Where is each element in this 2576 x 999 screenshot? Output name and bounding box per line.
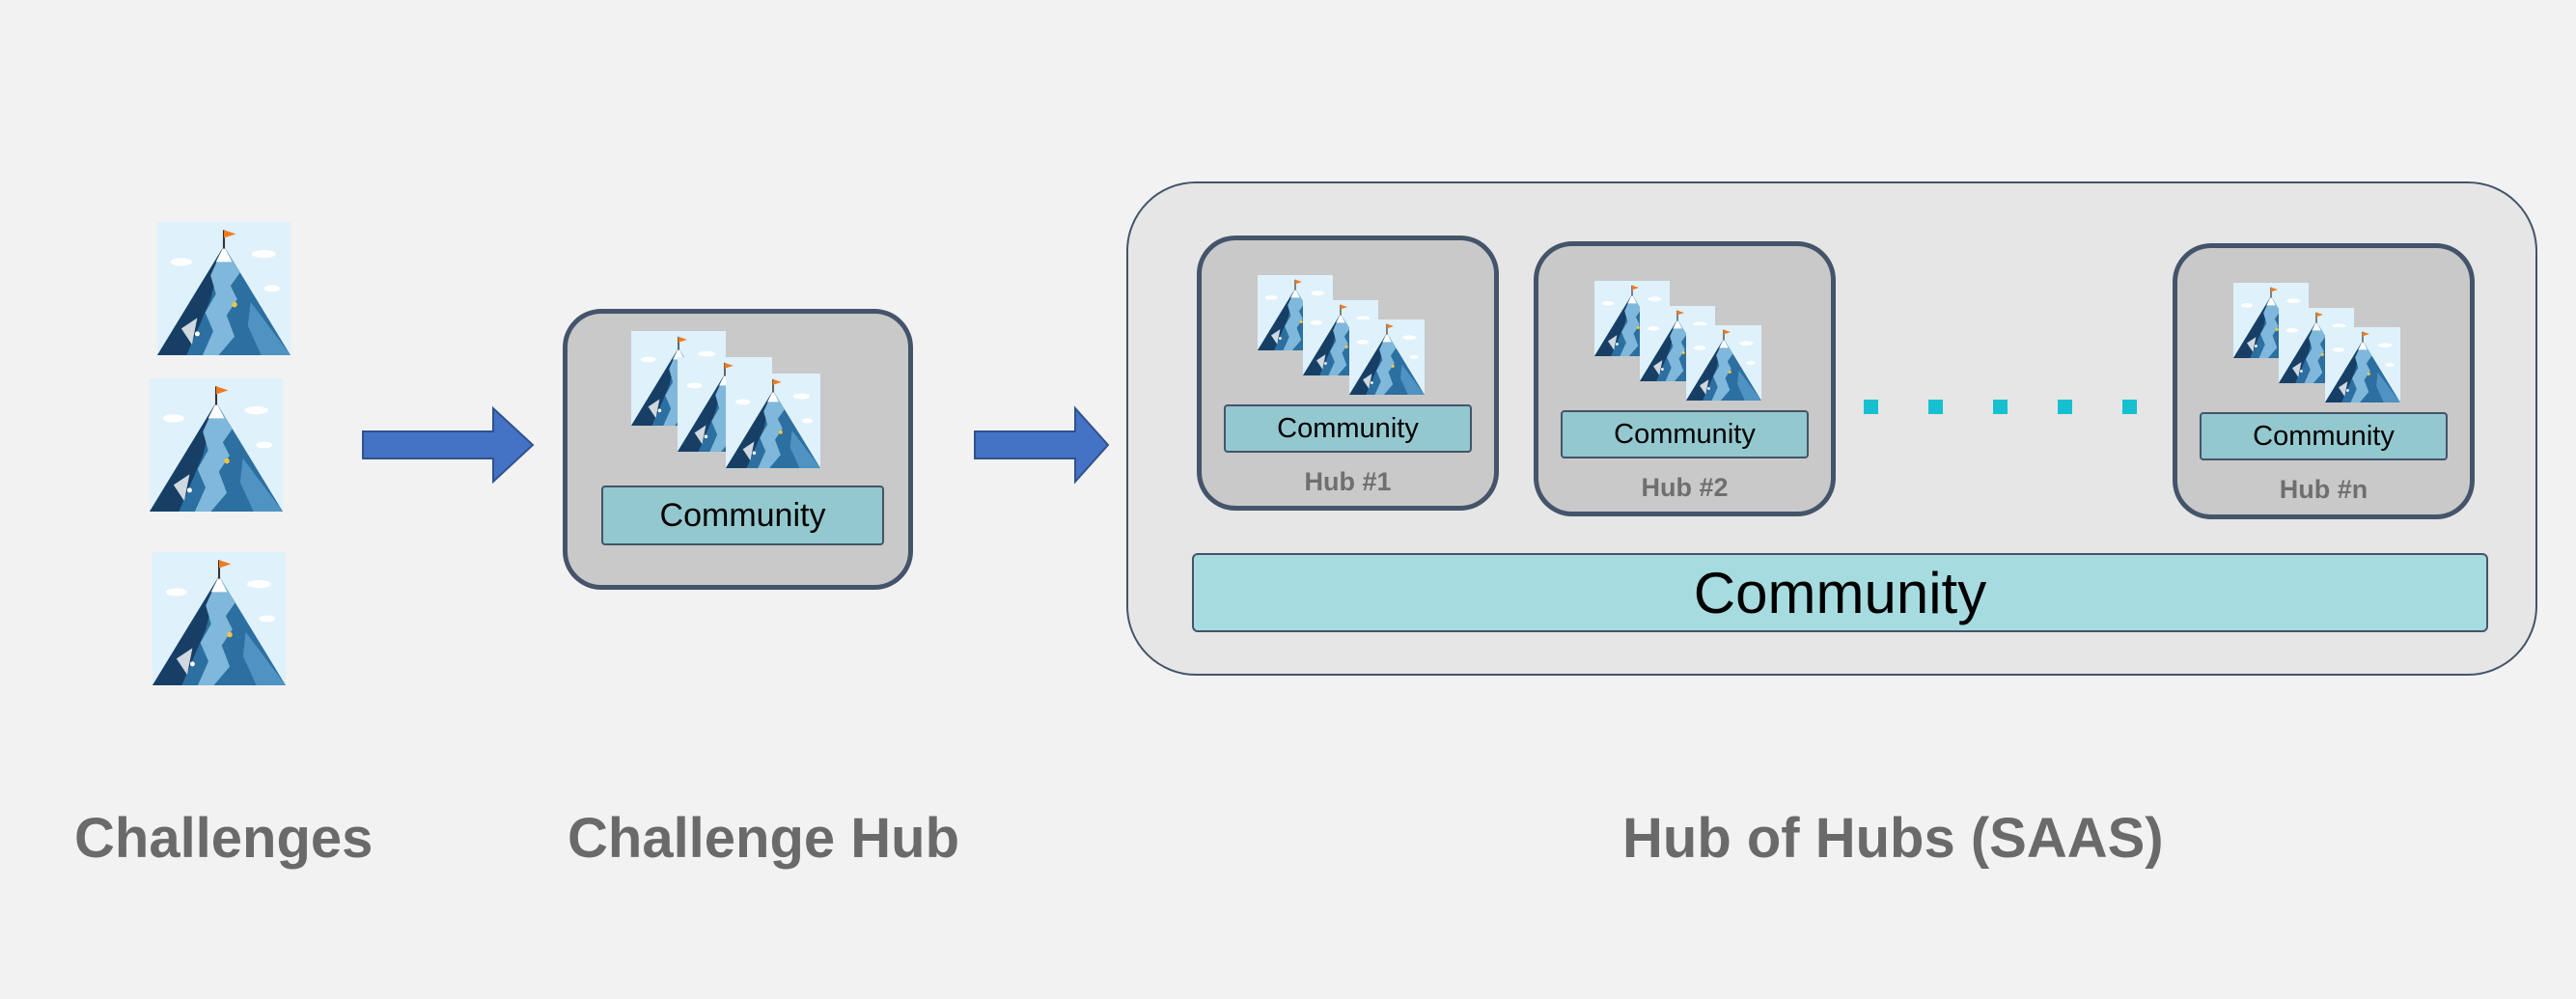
ellipsis-dot xyxy=(2058,400,2072,414)
ellipsis-dot xyxy=(1993,400,2008,414)
challenge-hub-box: Community xyxy=(563,309,913,590)
community-label: Community xyxy=(2200,412,2448,460)
right-arrow-icon xyxy=(362,405,535,485)
ellipsis-dot xyxy=(1928,400,1943,414)
hub-card: Community Hub #1 xyxy=(1197,236,1499,511)
hub-name: Hub #2 xyxy=(1641,473,1729,502)
mountain-summit-flag-icon xyxy=(148,378,285,512)
mountain-summit-flag-icon xyxy=(1685,325,1762,401)
community-label: Community xyxy=(601,486,884,545)
mountain-summit-flag-icon xyxy=(1348,319,1426,395)
challenge-hub-label: Challenge Hub xyxy=(568,807,960,870)
mountain-summit-flag-icon xyxy=(725,374,821,468)
hub-name: Hub #n xyxy=(2279,475,2368,504)
challenges-label: Challenges xyxy=(74,807,374,870)
ellipsis-dot xyxy=(1864,400,1878,414)
hub-of-hubs-label: Hub of Hubs (SAAS) xyxy=(1622,807,2164,870)
community-label: Community xyxy=(1561,410,1809,458)
community-label: Community xyxy=(1224,404,1472,453)
right-arrow-icon xyxy=(974,405,1110,485)
mountain-summit-flag-icon xyxy=(155,222,292,355)
hub-card: Community Hub #n xyxy=(2173,243,2475,519)
hub-card: Community Hub #2 xyxy=(1534,241,1836,516)
hub-name: Hub #1 xyxy=(1304,467,1392,496)
mountain-summit-flag-icon xyxy=(2324,327,2401,402)
shared-community-bar: Community xyxy=(1192,553,2488,632)
ellipsis-dot xyxy=(2122,400,2137,414)
mountain-summit-flag-icon xyxy=(151,552,288,685)
